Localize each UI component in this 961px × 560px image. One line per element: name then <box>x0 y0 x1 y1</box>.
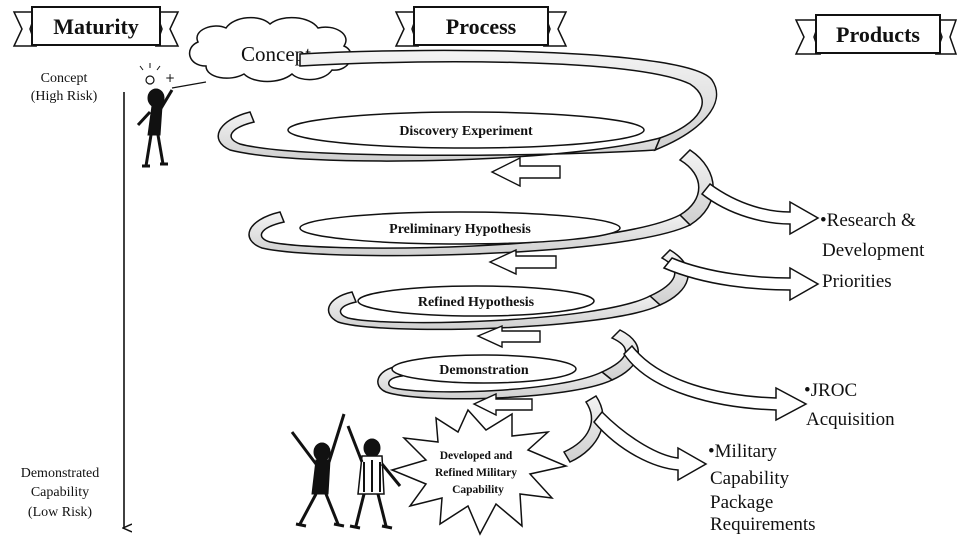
maturity-header: Maturity <box>53 14 139 39</box>
process-banner: Process <box>394 6 568 47</box>
outcome-line3: Capability <box>452 484 504 496</box>
outcome-line1: Developed and <box>440 450 513 462</box>
process-header: Process <box>446 14 517 39</box>
outcome-starburst: Developed and Refined Military Capabilit… <box>389 408 569 536</box>
concept-cloud: Concept <box>188 16 352 83</box>
celebrating-figures-icon <box>290 413 402 530</box>
maturity-bottom-line1: Demonstrated <box>21 466 100 481</box>
product-mcp-line3: Package <box>710 492 773 513</box>
svg-text:+: + <box>165 71 175 85</box>
product-rd-line1: •Research & <box>820 210 916 231</box>
stage-refined-hypothesis: Refined Hypothesis <box>357 285 595 317</box>
spiral-direction-arrows <box>472 156 561 417</box>
stage-preliminary-hypothesis-label: Preliminary Hypothesis <box>389 222 531 237</box>
product-rd-line2: Development <box>822 240 925 261</box>
product-jroc-line1: •JROC <box>804 380 857 401</box>
stage-preliminary-hypothesis: Preliminary Hypothesis <box>299 211 621 245</box>
stage-demonstration-label: Demonstration <box>439 363 529 378</box>
product-rd-line3: Priorities <box>822 271 892 292</box>
maturity-top-line2: (High Risk) <box>31 89 98 104</box>
process-spiral <box>217 49 718 463</box>
stage-refined-hypothesis-label: Refined Hypothesis <box>418 295 535 310</box>
stage-demonstration: Demonstration <box>391 354 577 384</box>
product-mcp-line1: •Military <box>708 441 777 462</box>
stage-discovery-experiment-label: Discovery Experiment <box>399 124 533 139</box>
product-arrows <box>593 182 820 482</box>
product-jroc-line2: Acquisition <box>806 409 895 430</box>
products-header: Products <box>836 22 920 47</box>
thinker-figure-icon: + <box>136 63 207 168</box>
stage-discovery-experiment: Discovery Experiment <box>287 111 645 149</box>
products-banner: Products <box>794 14 958 55</box>
product-mcp-line2: Capability <box>710 468 790 489</box>
outcome-line2: Refined Military <box>435 467 517 479</box>
maturity-bottom-line2: Capability <box>31 485 89 500</box>
maturity-top-line1: Concept <box>41 71 88 86</box>
maturity-banner: Maturity <box>12 6 180 47</box>
maturity-bottom-line3: (Low Risk) <box>28 505 93 520</box>
product-mcp-line4: Requirements <box>710 514 816 535</box>
